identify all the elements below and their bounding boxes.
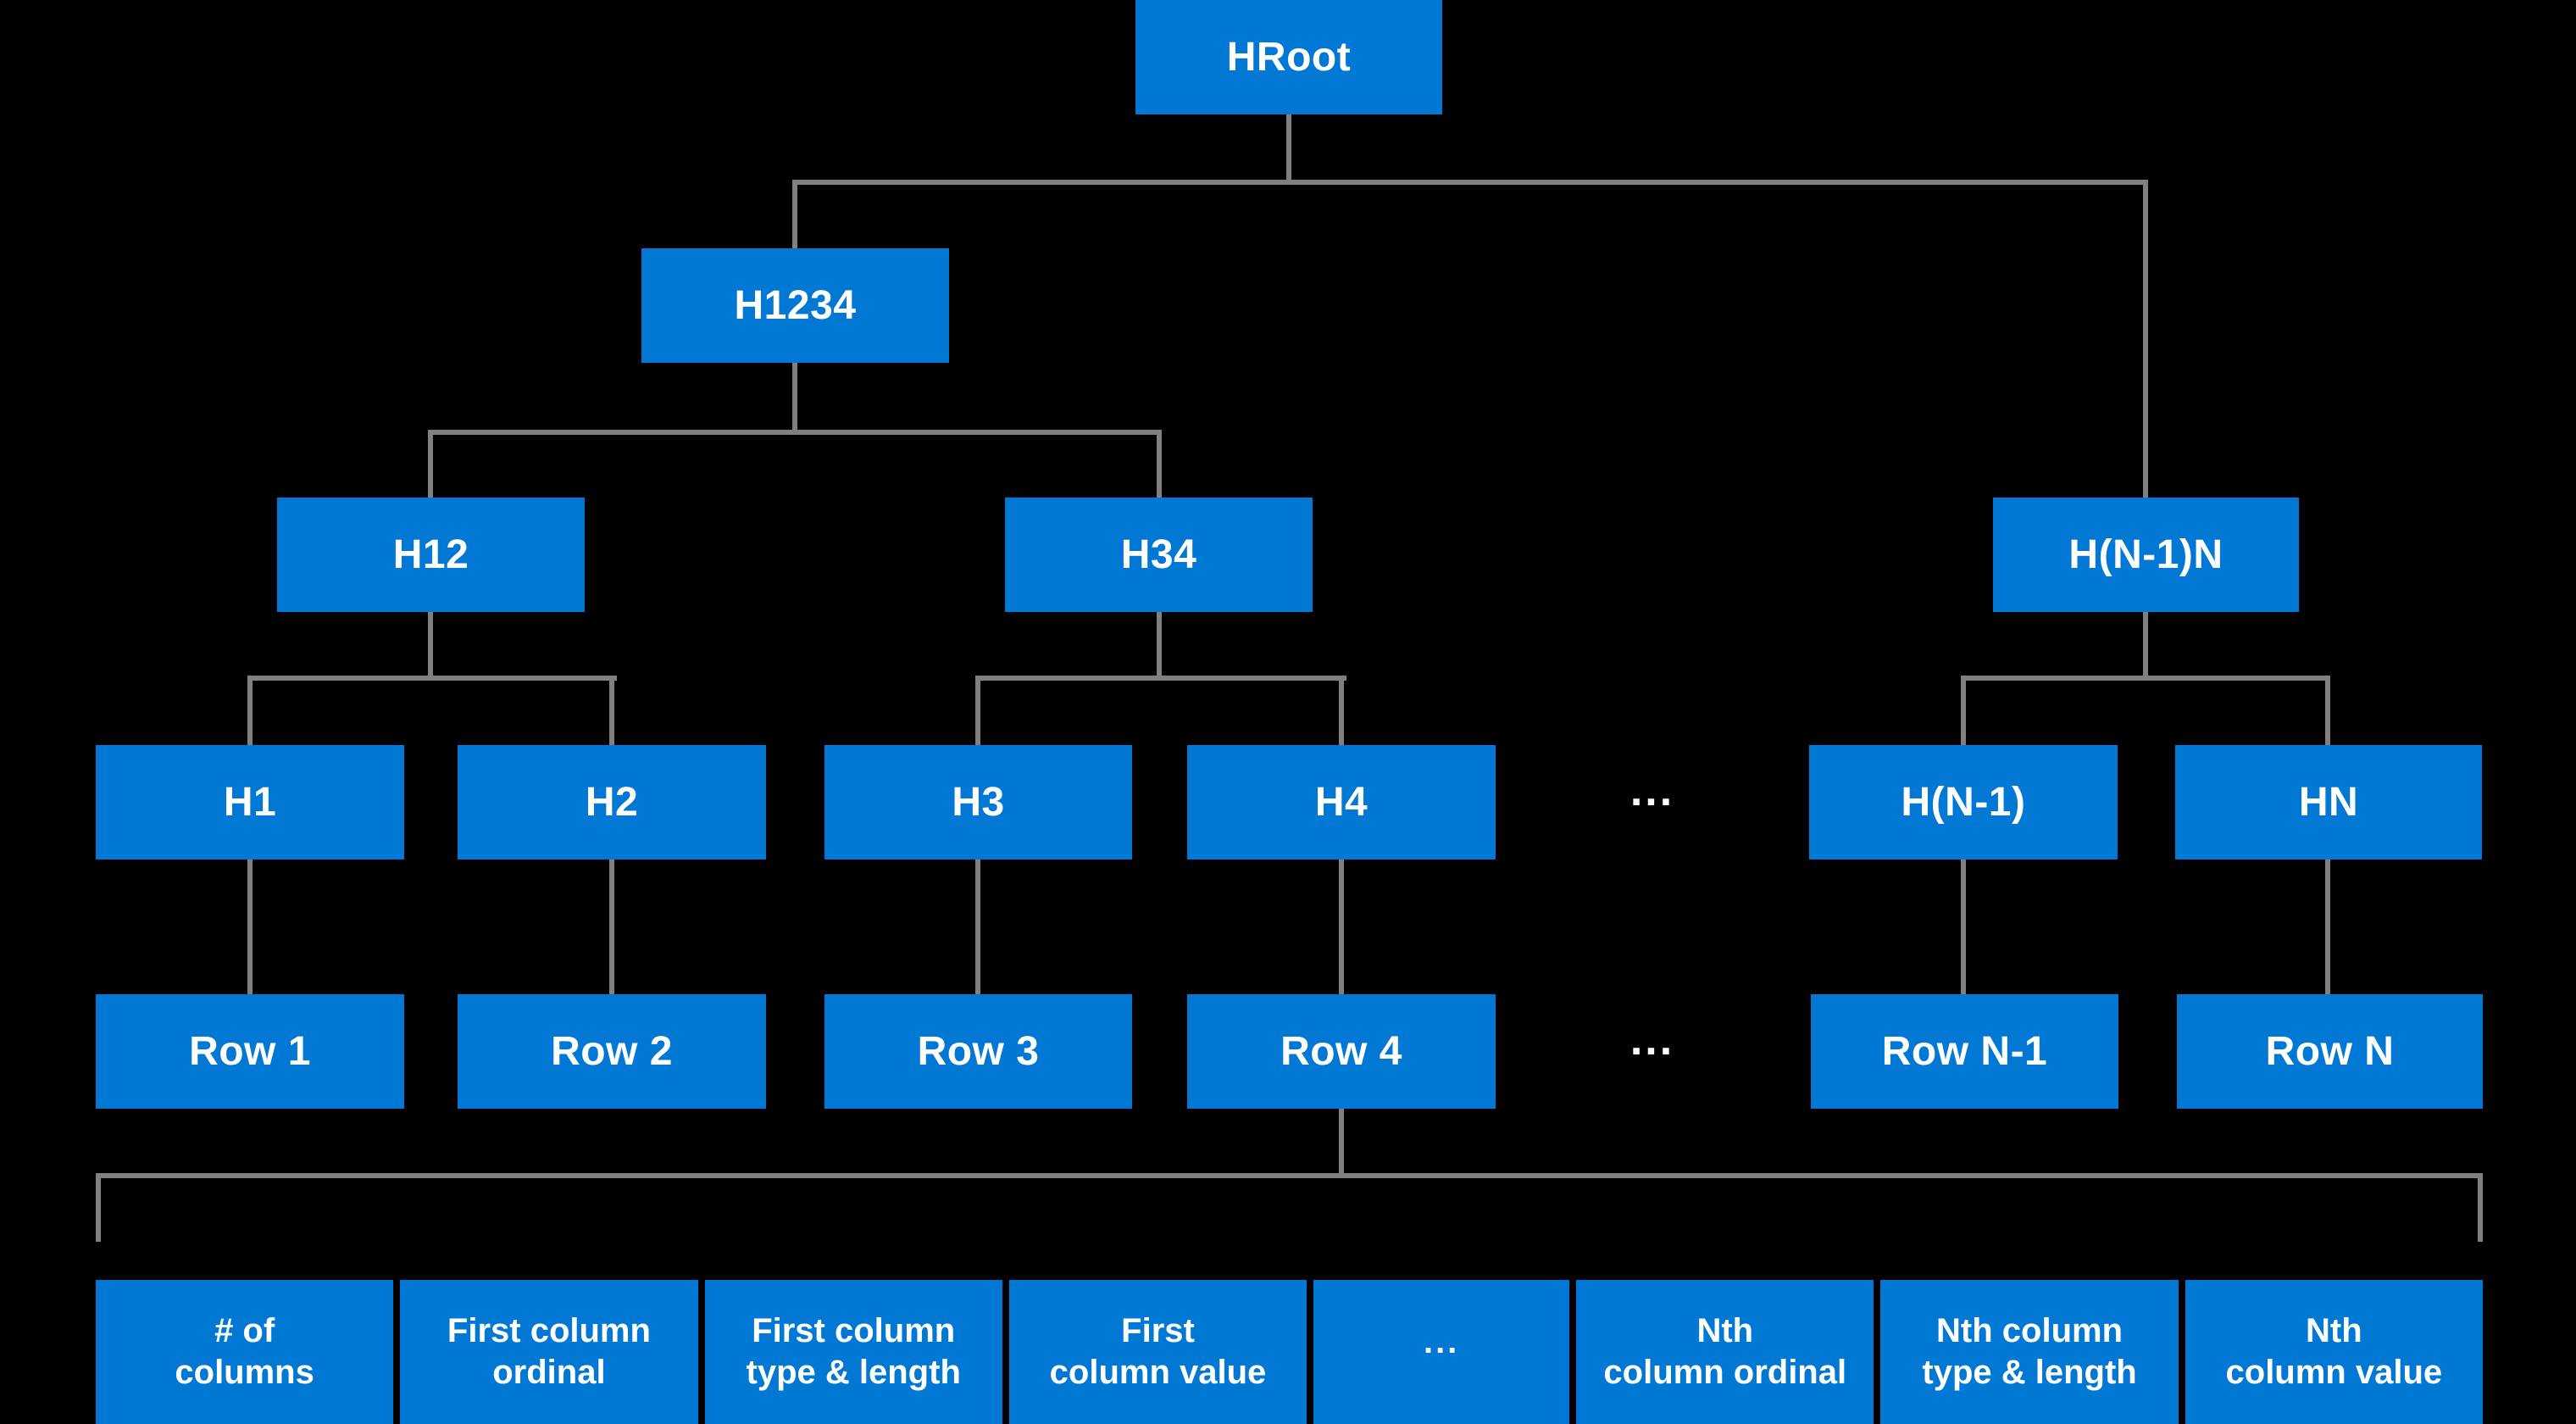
node-rown: Row N <box>2177 994 2483 1109</box>
connector-line <box>1339 859 1344 994</box>
node-row2: Row 2 <box>458 994 766 1109</box>
record-cell-first-value: First column value <box>1008 1280 1307 1424</box>
connector-line <box>792 180 2148 185</box>
connector-line <box>1339 1109 1344 1176</box>
connector-line <box>2478 1173 2483 1242</box>
connector-line <box>1339 676 1344 745</box>
connector-line <box>2325 859 2330 994</box>
record-cell-ellipsis: ... <box>1313 1280 1570 1424</box>
node-hn: HN <box>2175 745 2482 859</box>
node-h34: H34 <box>1005 498 1313 612</box>
node-h4: H4 <box>1187 745 1496 859</box>
record-cell-first-ordinal: First column ordinal <box>400 1280 698 1424</box>
row-level-ellipsis: ... <box>1629 1015 1675 1065</box>
record-cell-nth-value: Nth column value <box>2185 1280 2483 1424</box>
connector-line <box>2143 180 2148 498</box>
connector-line <box>1961 676 1966 745</box>
connector-line <box>247 676 617 681</box>
node-row4: Row 4 <box>1187 994 1496 1109</box>
connector-line <box>247 676 253 745</box>
connector-line <box>247 859 253 994</box>
hash-level-ellipsis: ... <box>1629 765 1675 815</box>
connector-line <box>975 676 980 745</box>
connector-line <box>2325 676 2330 745</box>
connector-line <box>792 363 797 432</box>
connector-line <box>1286 114 1291 182</box>
node-h2: H2 <box>458 745 766 859</box>
connector-line <box>2143 612 2148 678</box>
connector-line <box>428 612 433 678</box>
connector-line <box>975 859 980 994</box>
connector-line <box>975 676 1346 681</box>
node-h12: H12 <box>277 498 585 612</box>
connector-line <box>1961 859 1966 994</box>
record-cell-first-type-length: First column type & length <box>704 1280 1002 1424</box>
connector-line <box>1157 612 1162 678</box>
node-rown1: Row N-1 <box>1811 994 2118 1109</box>
node-hn1n: H(N-1)N <box>1993 498 2299 612</box>
connector-line <box>1961 676 2330 681</box>
connector-line <box>428 430 433 498</box>
node-hroot: HRoot <box>1135 0 1442 114</box>
record-cell-nth-ordinal: Nth column ordinal <box>1576 1280 1874 1424</box>
node-hn1: H(N-1) <box>1809 745 2118 859</box>
connector-line <box>96 1173 101 1242</box>
connector-line <box>609 676 614 745</box>
node-row3: Row 3 <box>824 994 1132 1109</box>
connector-line <box>609 859 614 994</box>
node-h1234: H1234 <box>641 248 949 363</box>
record-cell-nth-type-length: Nth column type & length <box>1880 1280 2179 1424</box>
node-row1: Row 1 <box>96 994 404 1109</box>
connector-line <box>428 430 1162 435</box>
node-h3: H3 <box>824 745 1132 859</box>
node-h1: H1 <box>96 745 404 859</box>
connector-line <box>96 1173 2483 1178</box>
connector-line <box>792 180 797 248</box>
record-cell-num-columns: # of columns <box>96 1280 394 1424</box>
record-cells-row: # of columns First column ordinal First … <box>96 1280 2483 1424</box>
connector-line <box>1157 430 1162 498</box>
